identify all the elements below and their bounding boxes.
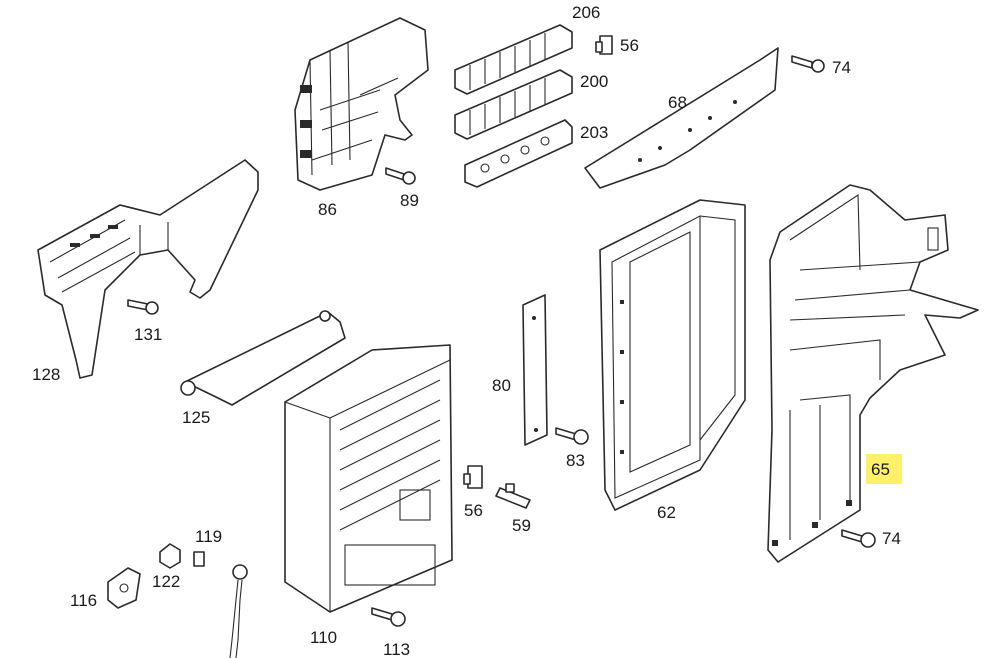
callout-113: 113 <box>383 640 410 658</box>
part-59-clip <box>495 483 531 509</box>
callout-128: 128 <box>32 365 60 384</box>
part-68-strip <box>584 47 779 189</box>
part-200-strip <box>454 69 573 140</box>
part-206-strip <box>454 24 573 95</box>
callout-56-top: 56 <box>620 36 639 55</box>
part-131-screw <box>127 299 159 315</box>
part-62-frame <box>599 199 746 511</box>
part-89-screw <box>385 167 416 185</box>
callout-56-bottom: 56 <box>464 501 483 520</box>
callout-89: 89 <box>400 191 419 210</box>
part-122-nut <box>159 543 181 569</box>
callout-68: 68 <box>668 93 687 112</box>
callout-110: 110 <box>310 628 337 647</box>
callout-131: 131 <box>134 325 162 344</box>
callout-83: 83 <box>566 451 585 470</box>
callout-59: 59 <box>512 516 531 535</box>
part-74-screw-top <box>791 55 825 73</box>
callout-116: 116 <box>70 591 97 610</box>
part-86-bracket <box>294 17 429 191</box>
callout-206: 206 <box>572 3 600 22</box>
part-119-clip <box>193 551 205 567</box>
callout-74-bottom: 74 <box>882 529 901 548</box>
callout-119: 119 <box>195 527 222 546</box>
part-80-plate <box>522 294 548 446</box>
callout-62: 62 <box>657 503 676 522</box>
part-110-fusebox <box>284 344 453 613</box>
callout-80: 80 <box>492 376 511 395</box>
part-74-screw-bottom <box>841 529 876 548</box>
part-113-screw <box>371 607 406 627</box>
part-65-carrier <box>767 184 979 563</box>
part-56-clip-top <box>595 35 613 55</box>
part-128-bracket <box>37 159 259 379</box>
part-116-nut-plate <box>107 567 141 609</box>
part-56-clip-bottom <box>463 465 483 489</box>
callout-203: 203 <box>580 123 608 142</box>
callout-122: 122 <box>152 572 180 591</box>
callout-125: 125 <box>182 408 210 427</box>
callout-200: 200 <box>580 72 608 91</box>
callout-74-top: 74 <box>832 58 851 77</box>
part-203-strip <box>464 119 573 188</box>
callout-86: 86 <box>318 200 337 219</box>
callout-65: 65 <box>871 460 890 479</box>
part-ground-cable <box>229 564 248 658</box>
part-83-screw <box>555 427 589 445</box>
part-125-rod <box>180 310 346 406</box>
callout-65-highlight <box>866 454 902 484</box>
